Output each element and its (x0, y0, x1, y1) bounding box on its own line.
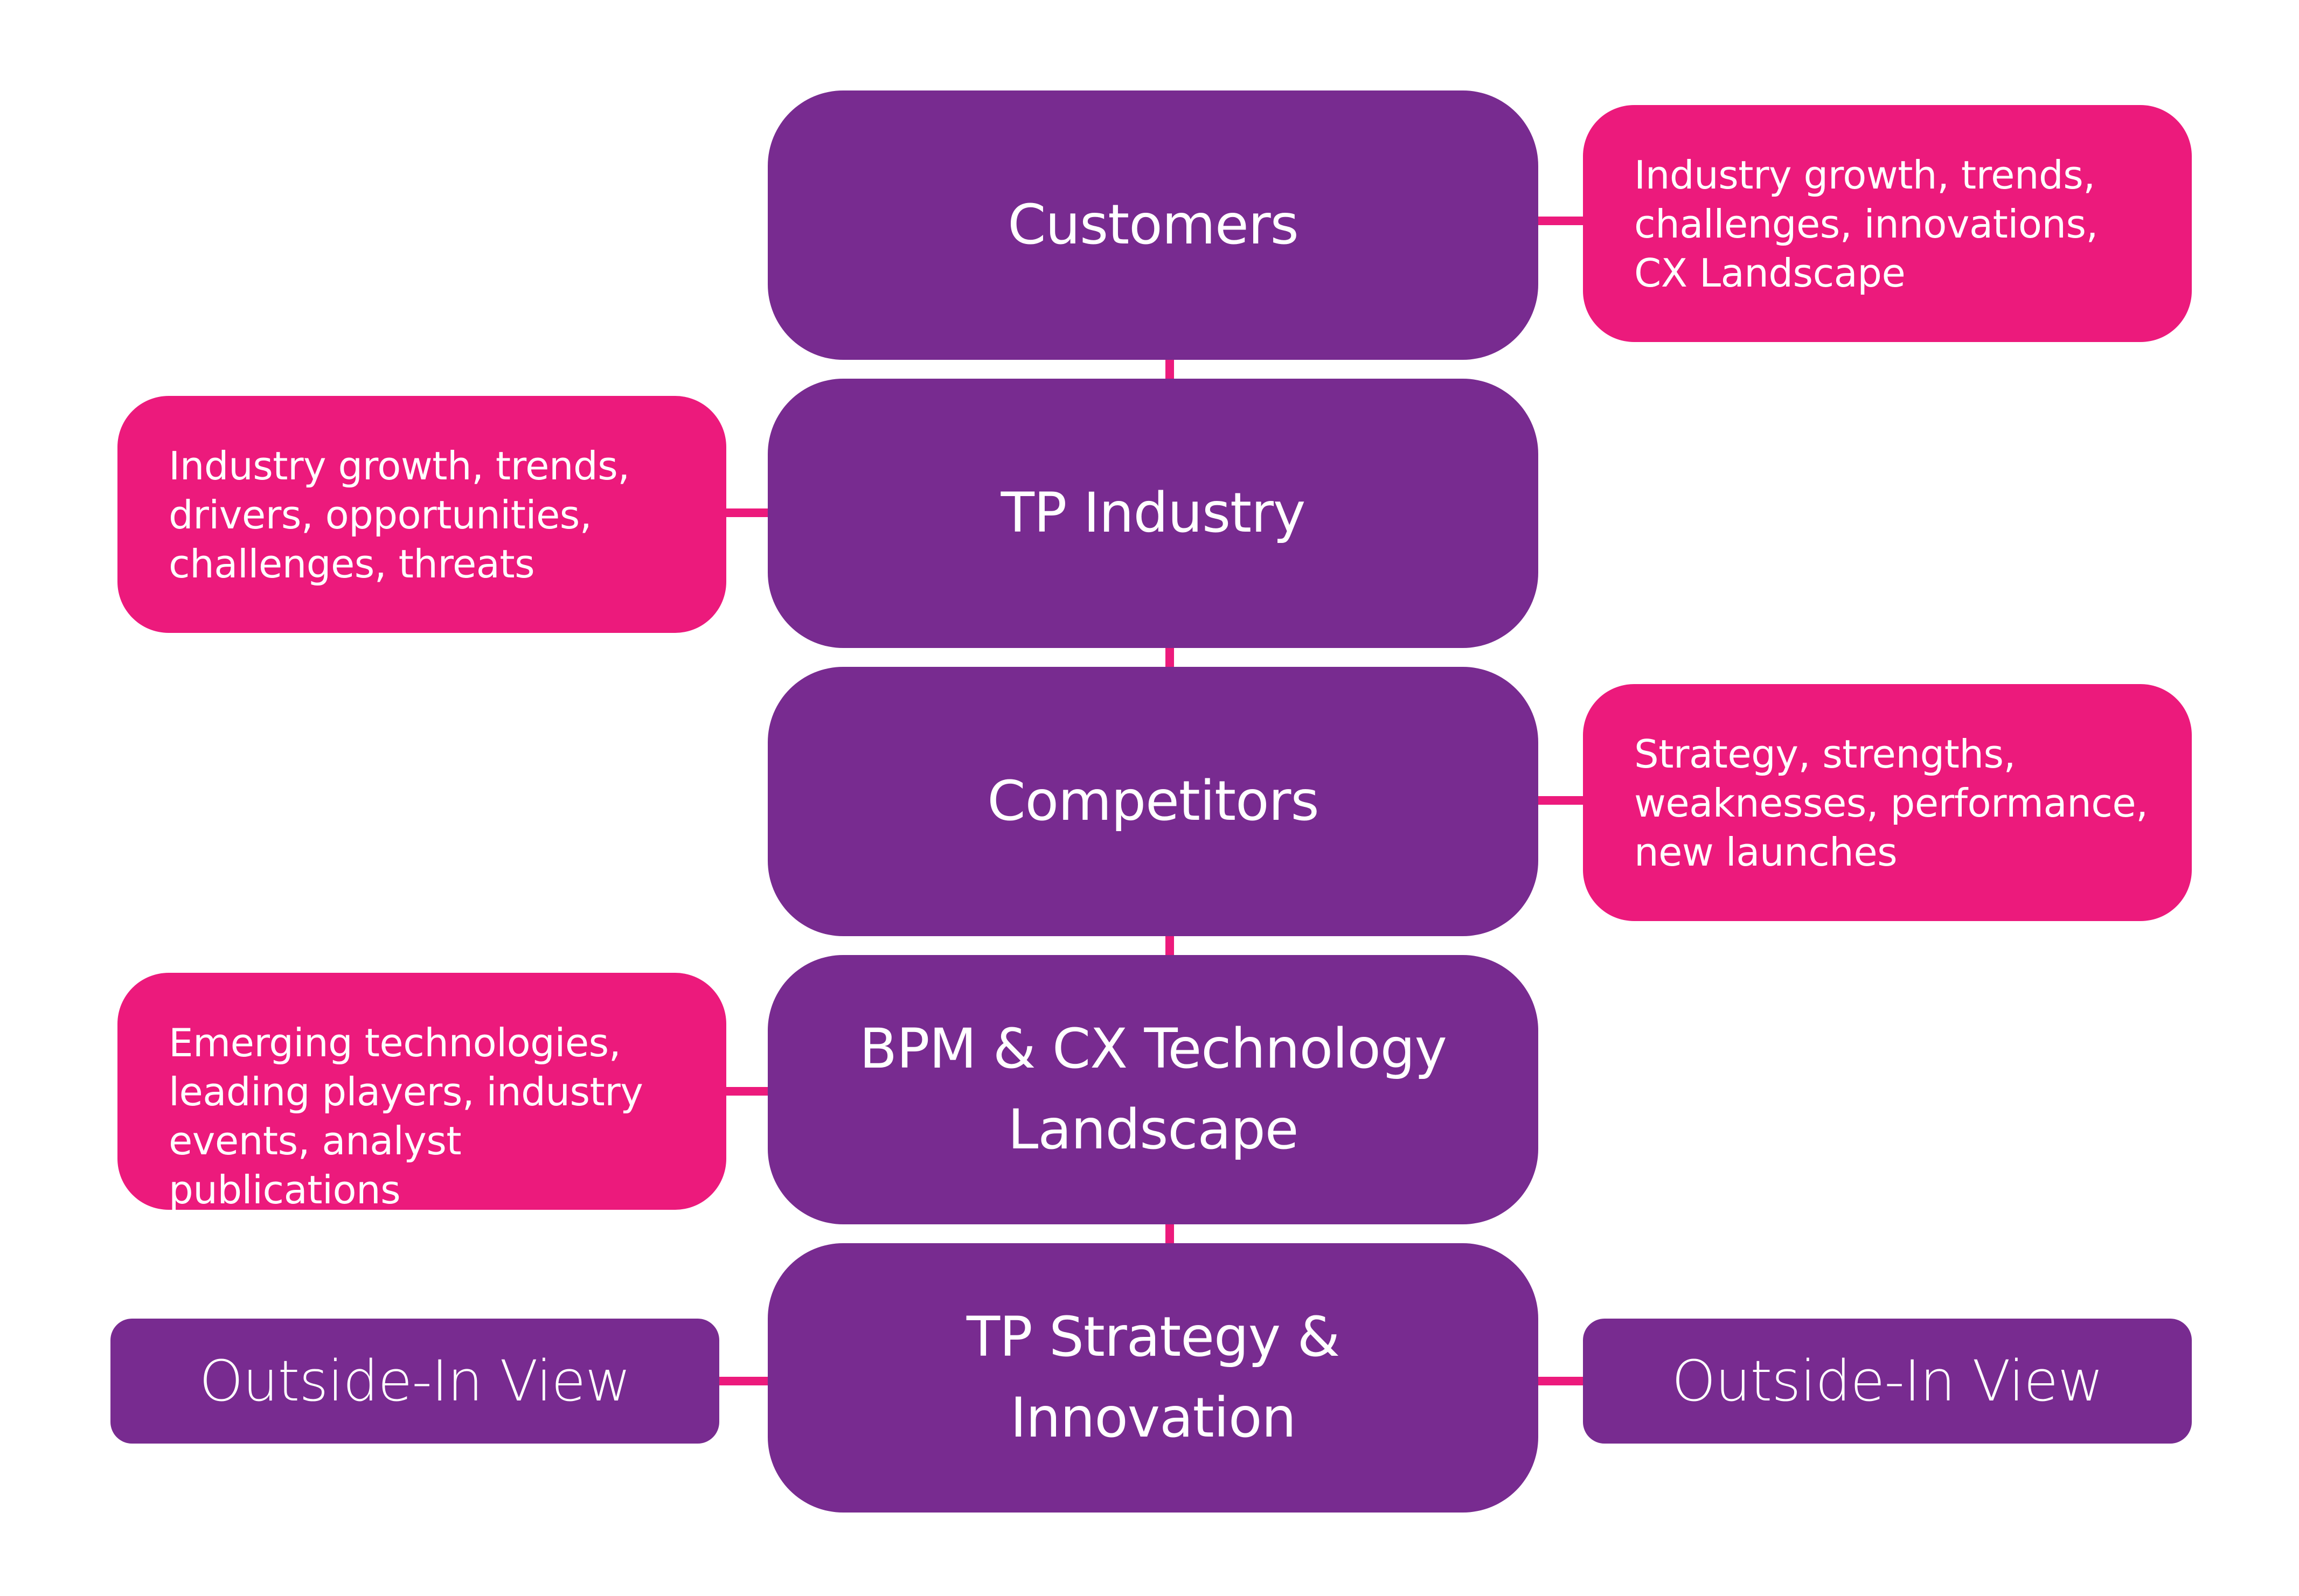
node-customers-label: Customers (1008, 193, 1299, 257)
detail-competitors: Strategy, strengths, weaknesses, perform… (1583, 684, 2192, 921)
detail-customers-text: Industry growth, trends, challenges, inn… (1634, 152, 2098, 296)
connector-technology-strategy (1165, 1220, 1174, 1244)
detail-tp-industry-text: Industry growth, trends, drivers, opport… (169, 443, 630, 587)
connector-strategy-right-view (1536, 1377, 1584, 1385)
outside-in-view-right-label: Outside-In View (1671, 1348, 2104, 1414)
detail-customers: Industry growth, trends, challenges, inn… (1583, 105, 2192, 342)
node-tp-industry-label: TP Industry (1001, 481, 1306, 545)
node-competitors: Competitors (768, 667, 1538, 936)
connector-competitors-technology (1165, 932, 1174, 956)
node-strategy-label: TP Strategy & Innovation (966, 1305, 1340, 1450)
node-competitors-label: Competitors (987, 769, 1319, 833)
outside-in-view-right: Outside-In View (1583, 1319, 2192, 1444)
connector-strategy-left-view (717, 1377, 770, 1385)
node-technology-label: BPM & CX Technology Landscape (859, 1017, 1447, 1162)
connector-technology-detail (722, 1087, 770, 1096)
connector-industry-detail (722, 508, 770, 517)
outside-in-view-left: Outside-In View (110, 1319, 719, 1444)
detail-technology-text: Emerging technologies, leading players, … (169, 1020, 643, 1212)
node-customers: Customers (768, 90, 1538, 360)
node-strategy: TP Strategy & Innovation (768, 1243, 1538, 1513)
connector-customers-detail (1536, 217, 1584, 225)
connector-industry-competitors (1165, 644, 1174, 668)
connector-customers-industry (1165, 356, 1174, 380)
detail-tp-industry: Industry growth, trends, drivers, opport… (117, 396, 726, 633)
node-technology: BPM & CX Technology Landscape (768, 955, 1538, 1224)
outside-in-view-left-label: Outside-In View (199, 1348, 631, 1414)
connector-competitors-detail (1536, 796, 1584, 805)
node-tp-industry: TP Industry (768, 379, 1538, 648)
detail-technology: Emerging technologies, leading players, … (117, 973, 726, 1212)
detail-competitors-text: Strategy, strengths, weaknesses, perform… (1634, 731, 2148, 875)
